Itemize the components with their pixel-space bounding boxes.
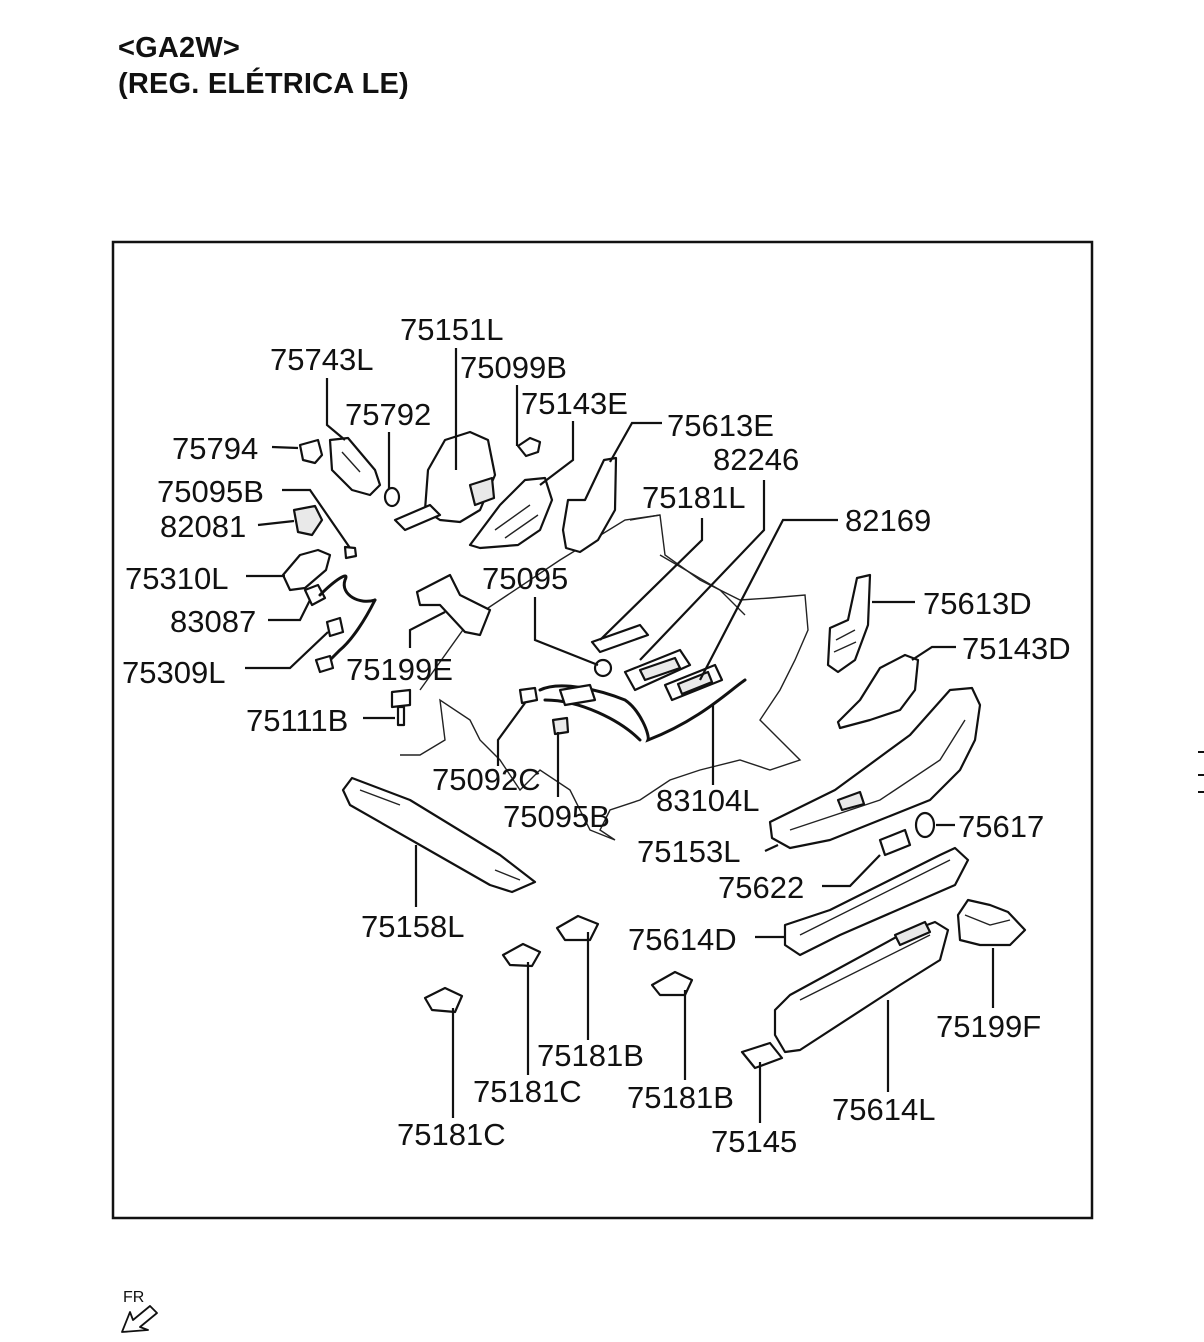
part-75143E[interactable] [468,476,554,550]
label-75792: 75792 [345,397,431,432]
label-75111B: 75111B [246,703,348,738]
label-75145: 75145 [711,1124,797,1159]
part-75614L[interactable] [773,920,950,1054]
part-75613D[interactable] [826,573,872,674]
part-75199F[interactable] [956,898,1027,947]
edge-mark [1198,751,1204,793]
part-75145[interactable] [740,1041,784,1070]
part-75743L[interactable] [328,436,382,497]
label-83087: 83087 [170,604,256,639]
part-75199E[interactable] [415,573,492,637]
part-82169[interactable] [663,663,724,702]
label-75794: 75794 [172,431,258,466]
part-75792[interactable] [383,486,401,508]
front-indicator: FR [121,1289,158,1333]
model-code: <GA2W> [118,32,241,64]
label-75181C-front: 75181C [397,1117,506,1152]
label-75310L: 75310L [125,561,228,596]
label-75095B-lower: 75095B [503,799,610,834]
label-75613E: 75613E [667,408,774,443]
part-82081[interactable] [292,504,324,537]
label-75613D: 75613D [923,586,1032,621]
label-82246: 82246 [713,442,799,477]
label-83104L: 83104L [656,783,759,818]
label-75617: 75617 [958,809,1044,844]
label-75099B: 75099B [460,350,567,385]
part-75143D[interactable] [836,653,920,730]
label-75181B-rear: 75181B [537,1038,644,1073]
label-82169: 82169 [845,503,931,538]
part-75111B[interactable] [390,688,412,727]
label-75095B-upper: 75095B [157,474,264,509]
part-75614D[interactable] [783,846,970,957]
part-75095[interactable] [593,658,613,678]
part-75181C-front[interactable] [423,986,464,1014]
label-75158L: 75158L [361,909,464,944]
label-75153L: 75153L [637,834,740,869]
label-75181B-front: 75181B [627,1080,734,1115]
part-75617[interactable] [914,811,936,839]
part-83104L[interactable] [538,678,747,743]
part-75613E[interactable] [561,456,618,554]
part-75309L[interactable] [314,598,377,674]
part-75158L[interactable] [341,776,537,894]
label-75614L: 75614L [832,1092,935,1127]
label-75743L: 75743L [270,342,373,377]
label-75309L: 75309L [122,655,225,690]
part-82246[interactable] [623,648,692,692]
diagram-title: (REG. ELÉTRICA LE) [118,68,409,100]
part-75181L[interactable] [590,623,650,654]
label-75151L: 75151L [400,312,503,347]
label-82081: 82081 [160,509,246,544]
diagram-header: <GA2W> (REG. ELÉTRICA LE) [118,30,409,102]
part-75095B-upper[interactable] [343,545,358,560]
label-75181C-rear: 75181C [473,1074,582,1109]
part-75181B-front[interactable] [650,970,694,997]
label-75143D: 75143D [962,631,1071,666]
part-75095B-lower[interactable] [551,716,570,736]
front-label: FR [123,1289,144,1306]
part-75153L[interactable] [768,686,982,850]
label-75143E: 75143E [521,386,628,421]
part-75310L[interactable] [281,548,332,592]
label-75092C: 75092C [432,762,541,797]
part-75099B[interactable] [516,436,542,458]
label-75095: 75095 [482,561,568,596]
part-labels: 75151L 75743L 75099B 75792 75143E 75613E… [122,312,1071,1159]
label-75614D: 75614D [628,922,737,957]
label-75199E: 75199E [346,652,453,687]
leader-lines [245,348,995,1123]
part-75151L[interactable] [393,430,497,532]
part-75622[interactable] [878,828,912,857]
part-75181B-rear[interactable] [555,914,600,942]
seat-cushion-ghost-outline [400,514,809,841]
label-75622: 75622 [718,870,804,905]
part-75794[interactable] [298,438,324,465]
part-75181C-rear[interactable] [501,942,542,968]
label-75181L: 75181L [642,480,745,515]
diagram-frame [111,240,1094,1220]
label-75199F: 75199F [936,1009,1041,1044]
front-direction-arrow-icon [121,1305,158,1333]
part-75092C[interactable] [518,686,539,705]
